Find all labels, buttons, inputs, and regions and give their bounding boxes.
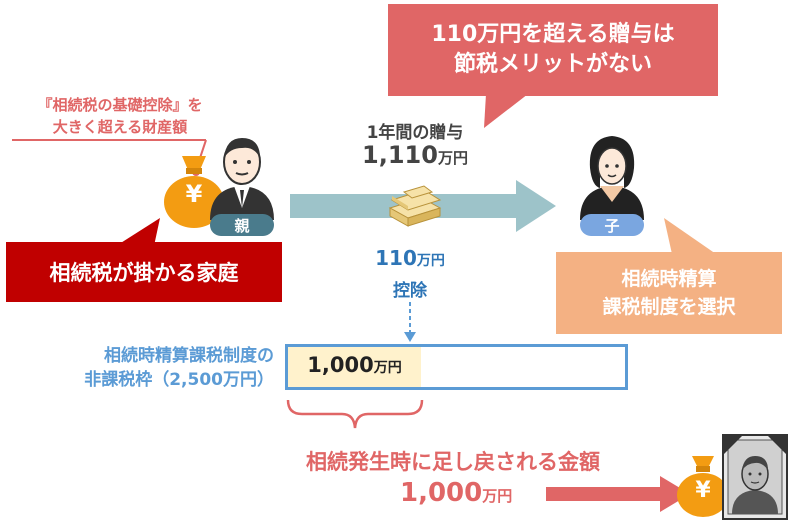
addback-arrow bbox=[546, 476, 690, 512]
addback-unit: 万円 bbox=[482, 487, 513, 505]
orange-box-line1: 相続時精算 bbox=[621, 268, 717, 290]
addback-amount: 1,000 bbox=[400, 478, 483, 508]
estate-money-bag-icon bbox=[677, 456, 729, 517]
deduction-amount-line: 110万円 bbox=[350, 246, 470, 270]
bar-value-line: 1,000万円 bbox=[288, 353, 421, 377]
gift-amount-line: 1,110万円 bbox=[330, 141, 500, 169]
deduction-label: 控除 bbox=[393, 281, 427, 301]
child-avatar-icon bbox=[580, 136, 644, 220]
top-callout-line2: 節税メリットがない bbox=[453, 52, 652, 77]
gift-unit: 万円 bbox=[437, 149, 468, 167]
money-bag-yen: ¥ bbox=[185, 180, 203, 208]
brace bbox=[286, 399, 424, 429]
red-box-tail bbox=[116, 218, 160, 246]
bar-value-amount: 1,000 bbox=[307, 353, 374, 377]
orange-box-tail bbox=[664, 218, 716, 254]
orange-box-choice: 相続時精算 課税制度を選択 bbox=[556, 252, 782, 334]
red-box-family: 相続税が掛かる家庭 bbox=[6, 242, 282, 302]
top-callout-line1: 110万円を超える贈与は bbox=[431, 22, 675, 47]
memorial-portrait-icon bbox=[722, 434, 788, 520]
top-callout: 110万円を超える贈与は 節税メリットがない bbox=[388, 4, 718, 96]
asset-note-line2: 大きく超える財産額 bbox=[52, 118, 188, 136]
money-bag-icon bbox=[164, 156, 224, 228]
asset-note: 『相続税の基礎控除』を 大きく超える財産額 bbox=[20, 94, 220, 138]
estate-money-bag-yen: ¥ bbox=[695, 478, 711, 503]
addback-caption: 相続発生時に足し戻される金額 bbox=[306, 450, 600, 474]
exemption-line2: 非課税枠（2,500万円） bbox=[84, 370, 274, 390]
exemption-bar-used bbox=[288, 347, 421, 387]
gift-amount: 1,110 bbox=[362, 141, 438, 169]
parent-label: 親 bbox=[210, 214, 274, 236]
parent-avatar-icon bbox=[210, 138, 274, 220]
asset-note-line1: 『相続税の基礎控除』を bbox=[37, 96, 203, 114]
exemption-label: 相続時精算課税制度の 非課税枠（2,500万円） bbox=[14, 344, 274, 392]
top-callout-tail bbox=[484, 94, 528, 128]
bar-value-unit: 万円 bbox=[373, 360, 402, 376]
addback-amount-line: 1,000万円 bbox=[400, 478, 550, 508]
orange-box-line2: 課税制度を選択 bbox=[602, 296, 736, 318]
deduction-down-arrow bbox=[404, 302, 416, 342]
deduction-amount: 110 bbox=[375, 246, 417, 270]
deduction-unit: 万円 bbox=[416, 253, 445, 269]
child-label: 子 bbox=[580, 214, 644, 236]
money-stack-icon bbox=[388, 185, 442, 227]
gift-caption: 1年間の贈与 bbox=[366, 123, 464, 143]
exemption-line1: 相続時精算課税制度の bbox=[104, 346, 274, 366]
